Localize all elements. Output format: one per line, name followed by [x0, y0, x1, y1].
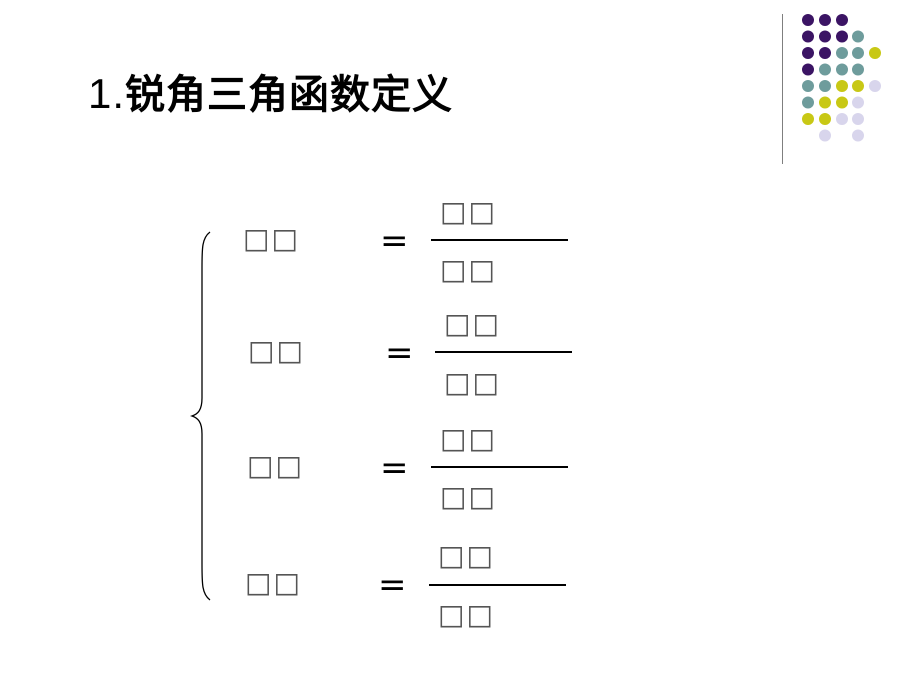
fraction-numerator: □□: [440, 195, 497, 228]
equals-sign: =: [378, 565, 407, 605]
decorative-dot-grid: [802, 14, 881, 142]
decorative-dot: [819, 63, 831, 76]
decorative-dot: [819, 14, 831, 26]
decorative-dot: [852, 47, 864, 59]
fraction-denominator: □□: [444, 366, 501, 399]
decorative-dot: [836, 30, 848, 43]
left-brace: [190, 231, 211, 601]
decorative-dot: [819, 30, 831, 43]
decorative-dot: [819, 47, 831, 59]
fraction-denominator: □□: [438, 598, 495, 631]
decorative-dot: [819, 96, 831, 109]
decorative-dot: [802, 96, 814, 109]
decorative-dot: [836, 80, 848, 92]
fraction-numerator: □□: [438, 539, 495, 572]
fraction-bar: [429, 584, 566, 586]
decorative-dot: [836, 63, 848, 76]
equals-sign: =: [380, 448, 409, 488]
function-name: □□: [243, 222, 300, 255]
decorative-divider: [782, 14, 783, 164]
decorative-dot: [869, 80, 881, 92]
decorative-dot: [802, 30, 814, 43]
decorative-dot: [836, 14, 848, 26]
decorative-dot: [819, 129, 831, 142]
function-name: □□: [245, 566, 302, 599]
decorative-dot: [852, 80, 864, 92]
function-name: □□: [248, 334, 305, 367]
fraction-numerator: □□: [440, 422, 497, 455]
page-title: 1.锐角三角函数定义: [88, 62, 453, 120]
decorative-dot: [852, 129, 864, 142]
function-name: □□: [247, 449, 304, 482]
fraction-bar: [435, 351, 572, 353]
decorative-dot: [836, 47, 848, 59]
decorative-dot: [802, 47, 814, 59]
equals-sign: =: [385, 333, 414, 373]
decorative-dot: [852, 63, 864, 76]
decorative-dot: [819, 113, 831, 125]
decorative-dot: [802, 80, 814, 92]
decorative-dot: [802, 14, 814, 26]
fraction-bar: [431, 466, 568, 468]
decorative-dot: [802, 113, 814, 125]
title-text: 锐角三角函数定义: [125, 72, 454, 118]
title-number: 1.: [88, 70, 126, 117]
fraction-bar: [431, 239, 568, 241]
fraction-denominator: □□: [440, 253, 497, 286]
decorative-dot: [819, 80, 831, 92]
decorative-dot: [802, 63, 814, 76]
decorative-dot: [836, 113, 848, 125]
decorative-dot: [852, 30, 864, 43]
equals-sign: =: [380, 221, 409, 261]
decorative-dot: [852, 96, 864, 109]
decorative-dot: [836, 96, 848, 109]
decorative-dot: [852, 113, 864, 125]
fraction-denominator: □□: [440, 480, 497, 513]
decorative-dot: [869, 47, 881, 59]
fraction-numerator: □□: [444, 307, 501, 340]
